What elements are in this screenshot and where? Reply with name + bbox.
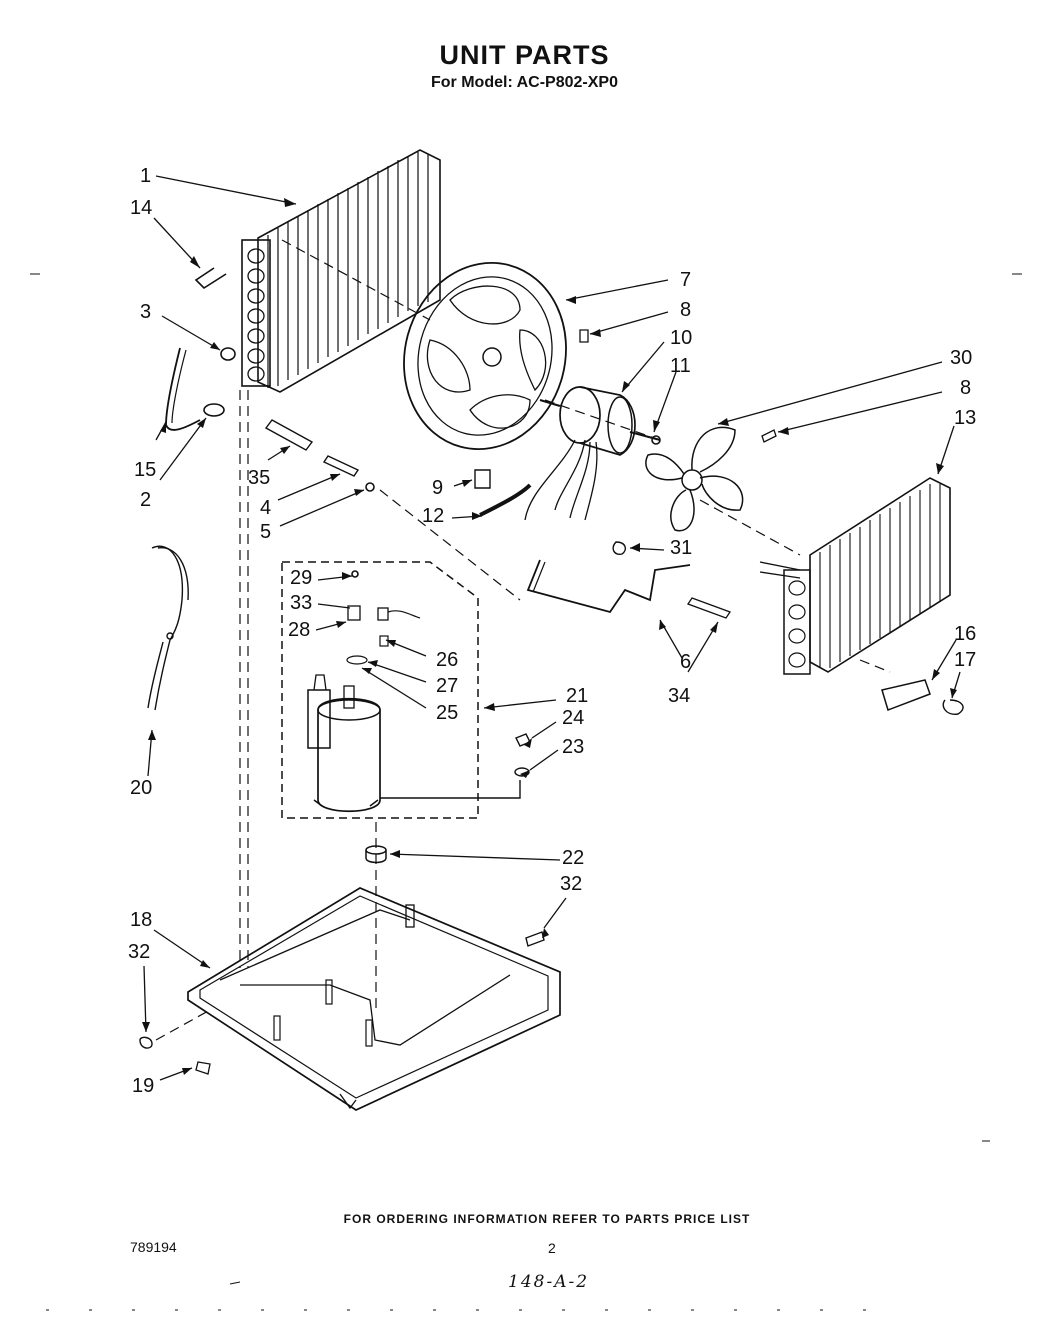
callout-31: 31 — [670, 537, 693, 559]
callout-10: 10 — [670, 327, 693, 349]
callout-23: 23 — [562, 736, 585, 758]
callout-14: 14 — [130, 197, 153, 219]
callout-32b: 32 — [128, 941, 151, 963]
callout-30: 30 — [950, 347, 973, 369]
compressor-box — [281, 561, 479, 819]
assembly-lines — [155, 239, 891, 1041]
part-3-grommet — [220, 347, 236, 361]
callout-21: 21 — [566, 685, 589, 707]
part-34-tube — [687, 597, 731, 619]
part-9-clip — [474, 469, 491, 489]
fan-shroud — [403, 261, 567, 451]
callout-15: 15 — [134, 459, 157, 481]
callout-27: 27 — [436, 675, 459, 697]
part-14-tube — [194, 267, 227, 290]
scan-marks — [30, 273, 1022, 1311]
callout-3: 3 — [140, 301, 152, 323]
callout-28: 28 — [288, 619, 311, 641]
page-number: 2 — [548, 1240, 556, 1256]
part-6-tubing — [526, 559, 691, 614]
part-8-screw-right — [761, 429, 777, 443]
part-32-screw-right — [525, 931, 545, 947]
callout-24: 24 — [562, 707, 585, 729]
document-number: 789194 — [130, 1239, 177, 1255]
blower-fan — [645, 426, 744, 532]
callout-33: 33 — [290, 592, 313, 614]
fan-motor — [524, 386, 661, 521]
callout-16: 16 — [954, 623, 977, 645]
part-35-tube — [264, 419, 314, 451]
callout-32: 32 — [560, 873, 583, 895]
part-16-bracket — [881, 679, 931, 711]
part-12-strap — [479, 483, 532, 517]
callout-11: 11 — [670, 355, 691, 377]
part-32-screw-left — [139, 1036, 153, 1049]
part-2-washer — [203, 403, 225, 417]
ordering-note: FOR ORDERING INFORMATION REFER TO PARTS … — [343, 1212, 751, 1226]
part-5-ring — [365, 482, 375, 492]
callout-8b: 8 — [960, 377, 972, 399]
part-15-tube — [165, 347, 201, 431]
model-subtitle: For Model: AC-P802-XP0 — [431, 74, 618, 91]
base-pan — [187, 887, 561, 1111]
callout-26: 26 — [436, 649, 459, 671]
callout-19: 19 — [132, 1075, 155, 1097]
callout-29: 29 — [290, 567, 313, 589]
part-8-screw — [579, 329, 589, 343]
callout-13: 13 — [954, 407, 977, 429]
part-19-clip — [195, 1061, 211, 1075]
condenser-coil — [241, 149, 441, 393]
part-4-capillary — [322, 455, 360, 477]
callout-5: 5 — [260, 521, 272, 543]
callout-18: 18 — [130, 909, 153, 931]
callout-12: 12 — [422, 505, 445, 527]
part-17-clip — [942, 699, 964, 715]
callout-9: 9 — [432, 477, 444, 499]
callout-7: 7 — [680, 269, 692, 291]
callout-6: 6 — [680, 651, 692, 673]
wire-harness — [147, 545, 189, 711]
callout-20: 20 — [130, 777, 153, 799]
page-title: UNIT PARTS — [439, 40, 610, 70]
callout-35: 35 — [248, 467, 271, 489]
callout-34: 34 — [668, 685, 691, 707]
callout-22: 22 — [562, 847, 585, 869]
evaporator-coil — [759, 477, 951, 675]
callout-25: 25 — [436, 702, 459, 724]
arrow-heads — [142, 198, 957, 1075]
callout-8: 8 — [680, 299, 692, 321]
callout-4: 4 — [260, 497, 272, 519]
callout-2: 2 — [140, 489, 152, 511]
callout-17: 17 — [954, 649, 977, 671]
part-31-clip — [612, 541, 627, 556]
callout-1: 1 — [140, 165, 152, 187]
handwritten-reference: 148-A-2 — [508, 1272, 590, 1292]
